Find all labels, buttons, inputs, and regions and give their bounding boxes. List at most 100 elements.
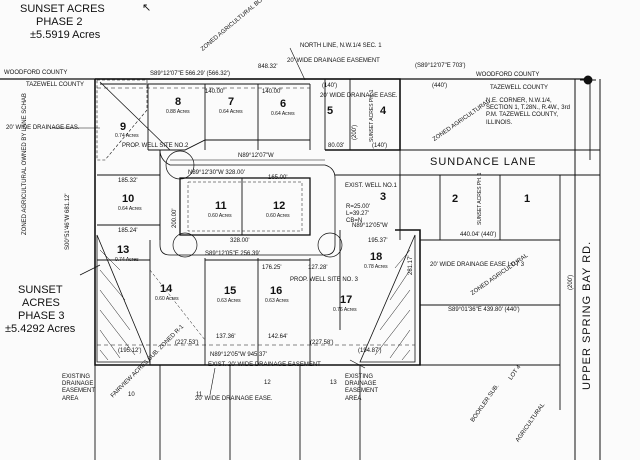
bearing-top-right: 848.32'	[258, 64, 278, 70]
road-upper-spring-bay: UPPER SPRING BAY RD.	[581, 240, 593, 390]
dim-16500: 165.00'	[268, 175, 288, 181]
lower-lot-13: 13	[330, 380, 337, 386]
lot-9-number: 9	[120, 121, 127, 133]
lot-15-acres: 0.63 Acres	[217, 298, 241, 304]
lower-lot-10: 10	[128, 392, 135, 398]
lot-6-acres: 0.64 Acres	[271, 111, 295, 117]
lot-9-acres: 0.74 Acres	[115, 133, 139, 139]
county-woodford-left: WOODFORD COUNTY	[4, 70, 68, 76]
bearing-block-top: N89°12'30"W 328.00'	[188, 170, 245, 176]
lot-7-number: 7	[228, 96, 235, 108]
dim-28117: 281.17'	[408, 255, 414, 276]
dim-140p-a: (140')	[322, 83, 338, 89]
lower-lot-12: 12	[264, 380, 271, 386]
county-tazewell-right: TAZEWELL COUNTY	[490, 85, 549, 91]
dim-200p-b: (200')	[568, 274, 574, 290]
lot-16-acres: 0.63 Acres	[265, 298, 289, 304]
phase3-phase: PHASE 3	[18, 310, 65, 322]
dim-17625: 176.25'	[262, 265, 282, 271]
lot-16-number: 16	[270, 285, 283, 297]
bearing-inner: N89°12'07"W	[238, 153, 274, 159]
dim-8003: 80.03'	[328, 143, 345, 149]
dim-19512: (195.12')	[118, 348, 142, 354]
bearing-top-far: (S89°12'07"E 703')	[415, 63, 466, 69]
lot-4-number: 4	[380, 105, 387, 117]
lot-14-acres: 0.60 Acres	[155, 296, 179, 302]
dim-18524: 185.24'	[118, 228, 138, 234]
note-exist-well: EXIST. WELL NO.1	[345, 183, 397, 189]
drainage-easement-top: 20' WIDE DRAINAGE EASEMENT	[287, 58, 380, 64]
note-exist-20-bottom: EXIST. 20' WIDE DRAINAGE EASEMENT	[208, 362, 321, 368]
bearing-block-bottom: 328.00'	[230, 238, 250, 244]
dim-19487: (194.87')	[358, 348, 382, 354]
lot-12-number: 12	[273, 200, 286, 212]
lot-7-acres: 0.64 Acres	[219, 109, 243, 115]
lot-5-number: 5	[327, 105, 334, 117]
dim-18532: 185.32'	[118, 178, 138, 184]
note-drainage-left: 20' WIDE DRAINAGE EAS.	[6, 125, 80, 131]
phase3-title: SUNSET	[18, 284, 63, 296]
lot-3-number: 3	[380, 191, 387, 203]
lot-14-number: 14	[160, 283, 173, 295]
lot-2-label: SUNSET ACRES PH. 1	[477, 172, 483, 225]
dim-140-a: 140.00'	[205, 89, 225, 95]
lot-13-number: 13	[117, 244, 130, 256]
lower-lot-11: 11	[196, 392, 203, 398]
dim-440p-a: (440')	[432, 83, 448, 89]
dim-140p-b: (140')	[372, 143, 388, 149]
north-line-label: NORTH LINE, N.W.1/4 SEC. 1	[300, 43, 382, 49]
lot-17-acres: 0.76 Acres	[333, 307, 357, 313]
note-exist-drain-right: EXISTING DRAINAGE EASEMENT AREA	[345, 374, 378, 402]
dim-14264: 142.64'	[268, 334, 288, 340]
note-ne-corner: N.E. CORNER, N.W.1/4, SECTION 1, T.28N.,…	[486, 98, 570, 126]
north-arrow-icon: ↖	[142, 2, 152, 14]
note-zoned-ag-left: ZONED AGRICULTURAL OWNED BY LANE SCHAB	[22, 93, 28, 235]
lot-1-number: 1	[524, 193, 531, 205]
note-drainage-bottom: 20' WIDE DRAINAGE EASE.	[195, 396, 273, 402]
phase2-title: SUNSET ACRES	[20, 3, 105, 15]
bearing-right-lower: N89°12'05"W	[352, 223, 388, 229]
lot-15-number: 15	[224, 285, 237, 297]
lot-8-acres: 0.88 Acres	[166, 109, 190, 115]
lot-17-number: 17	[340, 294, 353, 306]
dim-200p-a: (200')	[352, 124, 358, 140]
lot-11-number: 11	[215, 200, 227, 212]
dim-140-b: 140.00'	[262, 89, 282, 95]
phase3-acres-word: ACRES	[22, 297, 60, 309]
phase2-phase: PHASE 2	[36, 16, 83, 28]
county-tazewell-left: TAZEWELL COUNTY	[26, 82, 85, 88]
dim-20000: 200.00'	[172, 208, 178, 229]
note-prop-well3: PROP. WELL SITE NO. 3	[290, 277, 359, 283]
dim-12728: 127.28'	[308, 265, 328, 271]
lot-18-number: 18	[370, 251, 383, 263]
lot-12-acres: 0.60 Acres	[266, 213, 290, 219]
dim-13736: 137.36'	[216, 334, 236, 340]
bearing-top-outer: S89°12'07"E 566.29' (566.32')	[150, 71, 231, 77]
lot-2-number: 2	[452, 193, 459, 205]
lot-11-acres: 0.60 Acres	[208, 213, 232, 219]
bearing-far-right: S89°01'36"E 439.80' (440')	[448, 307, 520, 313]
dim-19537: 195.37'	[368, 238, 388, 244]
bearing-far-right2: 440.04' (440')	[460, 232, 497, 238]
bearing-lower: S89°12'05"E 256.39'	[205, 251, 260, 257]
dim-22758: (227.58')	[310, 340, 334, 346]
phase2-acres: ±5.5919 Acres	[30, 29, 101, 41]
lot-18-acres: 0.78 Acres	[364, 264, 388, 270]
road-sundance-lane: SUNDANCE LANE	[430, 156, 537, 168]
note-curve: R=25.00' L=39.27' CB=N	[346, 204, 370, 225]
lot-6-number: 6	[280, 98, 287, 110]
county-woodford-right: WOODFORD COUNTY	[476, 72, 540, 78]
bearing-left-vertical: S00°51'46"W 681.12'	[65, 193, 71, 250]
phase3-acres: ±5.4292 Acres	[5, 323, 76, 335]
lot-10-number: 10	[122, 193, 135, 205]
bearing-lower2: N89°12'05"W 945.37'	[210, 352, 267, 358]
lot-13-acres: 0.74 Acres	[115, 257, 139, 263]
note-drainage-lot3: 20' WIDE DRAINAGE EASE LOT 3	[430, 262, 525, 268]
note-exist-drain-left: EXISTING DRAINAGE EASEMENT AREA	[62, 374, 95, 402]
note-drainage-lot5: 20' WIDE DRAINAGE EASE.	[320, 93, 398, 99]
note-prop-well2: PROP. WELL SITE NO.2	[122, 143, 189, 149]
lot-10-acres: 0.64 Acres	[118, 206, 142, 212]
lot-8-number: 8	[175, 96, 182, 108]
